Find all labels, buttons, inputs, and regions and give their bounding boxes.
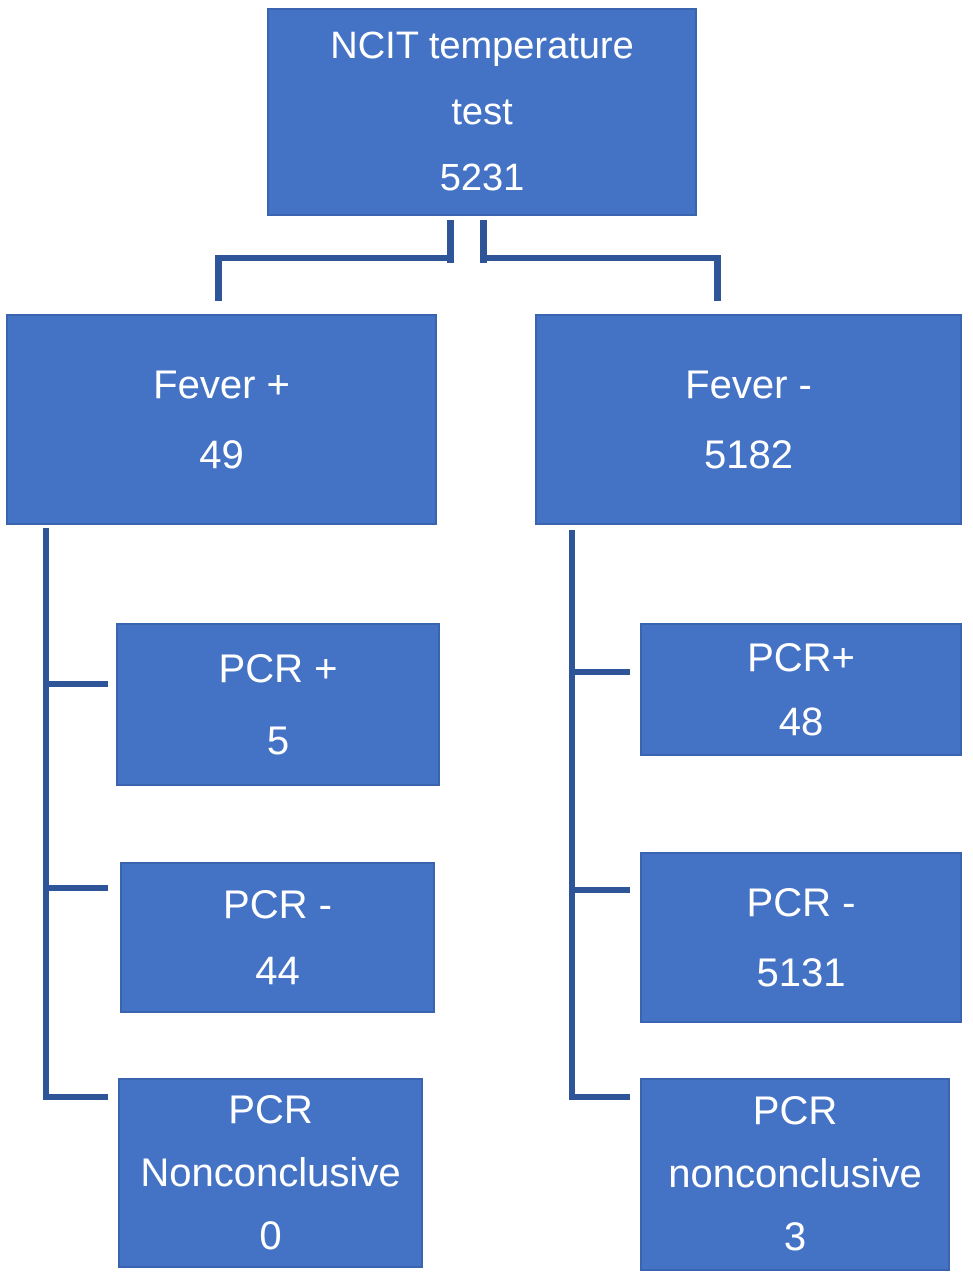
node-label-line: PCR + xyxy=(218,646,338,691)
connector-feverpos-tick-pcrneg xyxy=(43,885,108,891)
node-count: 5131 xyxy=(756,950,846,995)
connector-root-left-horizontal xyxy=(215,255,454,261)
node-label-line: Fever - xyxy=(685,362,812,407)
node-count: 0 xyxy=(259,1213,282,1258)
node-fever-negative: Fever - 5182 xyxy=(535,314,962,525)
node-count: 5182 xyxy=(704,432,793,477)
node-count: 5 xyxy=(266,718,290,763)
node-label-line: PCR - xyxy=(746,880,856,925)
connector-root-left-drop xyxy=(215,255,222,301)
node-label-line: Nonconclusive xyxy=(140,1150,401,1195)
node-count: 5231 xyxy=(439,157,525,199)
node-count: 49 xyxy=(199,432,244,477)
node-label-line: PCR xyxy=(228,1087,313,1132)
connector-feverneg-tick-pcrneg xyxy=(569,887,630,893)
node-label-line: PCR - xyxy=(223,882,332,927)
connector-root-left-stub xyxy=(447,220,454,263)
node-label-line: nonconclusive xyxy=(668,1152,922,1196)
node-feverpos-pcr-positive: PCR + 5 xyxy=(116,623,440,786)
connector-root-right-drop xyxy=(714,255,721,301)
node-label-line: NCIT temperature xyxy=(330,25,634,67)
connector-root-right-stub xyxy=(480,220,487,263)
connector-feverneg-tick-pcrnon xyxy=(569,1094,630,1100)
node-feverneg-pcr-nonconclusive: PCR nonconclusive 3 xyxy=(640,1078,950,1271)
connector-feverneg-tick-pcrpos xyxy=(569,669,630,675)
connector-feverpos-tick-pcrpos xyxy=(43,681,108,687)
connector-feverpos-trunk xyxy=(43,528,49,1100)
connector-root-right-horizontal xyxy=(480,255,721,261)
node-label-line: Fever + xyxy=(153,362,290,407)
node-count: 48 xyxy=(778,699,824,744)
connector-feverpos-tick-pcrnon xyxy=(43,1094,108,1100)
node-count: 3 xyxy=(783,1215,807,1259)
node-label-line: PCR+ xyxy=(747,635,855,680)
node-feverpos-pcr-nonconclusive: PCR Nonconclusive 0 xyxy=(118,1078,423,1268)
node-ncit-temperature-test: NCIT temperature test 5231 xyxy=(267,8,697,216)
node-count: 44 xyxy=(255,948,300,993)
node-feverneg-pcr-positive: PCR+ 48 xyxy=(640,623,962,756)
node-fever-positive: Fever + 49 xyxy=(6,314,437,525)
node-feverpos-pcr-negative: PCR - 44 xyxy=(120,862,435,1013)
connector-feverneg-trunk xyxy=(569,530,575,1100)
node-feverneg-pcr-negative: PCR - 5131 xyxy=(640,852,962,1023)
node-label-line: test xyxy=(451,91,513,133)
node-label-line: PCR xyxy=(752,1089,838,1133)
